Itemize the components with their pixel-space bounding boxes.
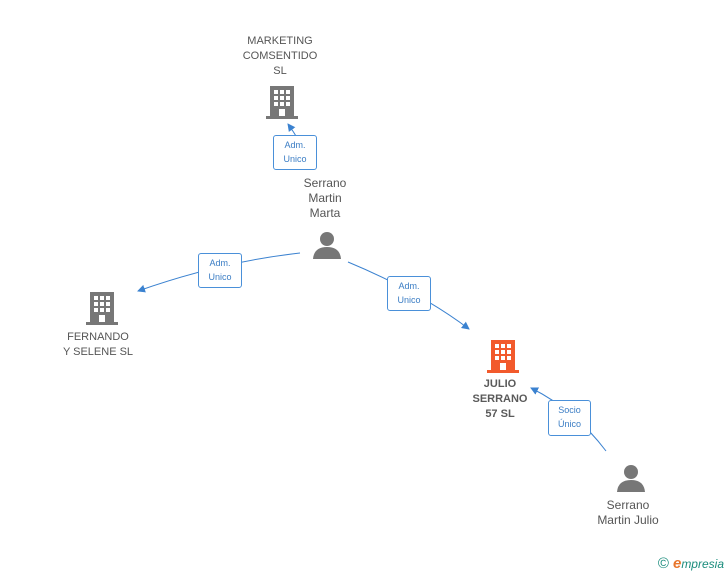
brand-rest: mpresia <box>681 557 724 571</box>
building-icon[interactable] <box>266 84 298 120</box>
empresia-brand[interactable]: © empresia <box>658 555 724 572</box>
node-label-serrano-martin-julio: Serrano Martin Julio <box>597 498 659 527</box>
node-label-julio-serrano-57: JULIO SERRANO 57 SL <box>472 378 528 420</box>
person-icon[interactable] <box>616 463 646 493</box>
building-icon[interactable] <box>86 290 118 326</box>
edge-label-marta-marketing[interactable]: Adm. Unico <box>273 135 317 170</box>
node-label-fernando-y-selene: FERNANDO Y SELENE SL <box>62 331 134 358</box>
brand-name: empresia <box>673 555 724 572</box>
building-icon[interactable] <box>487 338 519 374</box>
edge-label-socio-unico[interactable]: Socio Único <box>548 400 591 436</box>
edge-label-marta-julio[interactable]: Adm. Unico <box>387 276 431 311</box>
node-label-marketing-comsentido: MARKETING COMSENTIDO SL <box>242 35 318 77</box>
person-icon[interactable] <box>312 230 342 260</box>
brand-initial: e <box>672 555 682 572</box>
node-label-serrano-martin-marta: Serrano Martin Marta <box>303 176 347 220</box>
edge-label-marta-fernando[interactable]: Adm. Unico <box>198 253 242 288</box>
copyright-icon: © <box>657 555 669 572</box>
